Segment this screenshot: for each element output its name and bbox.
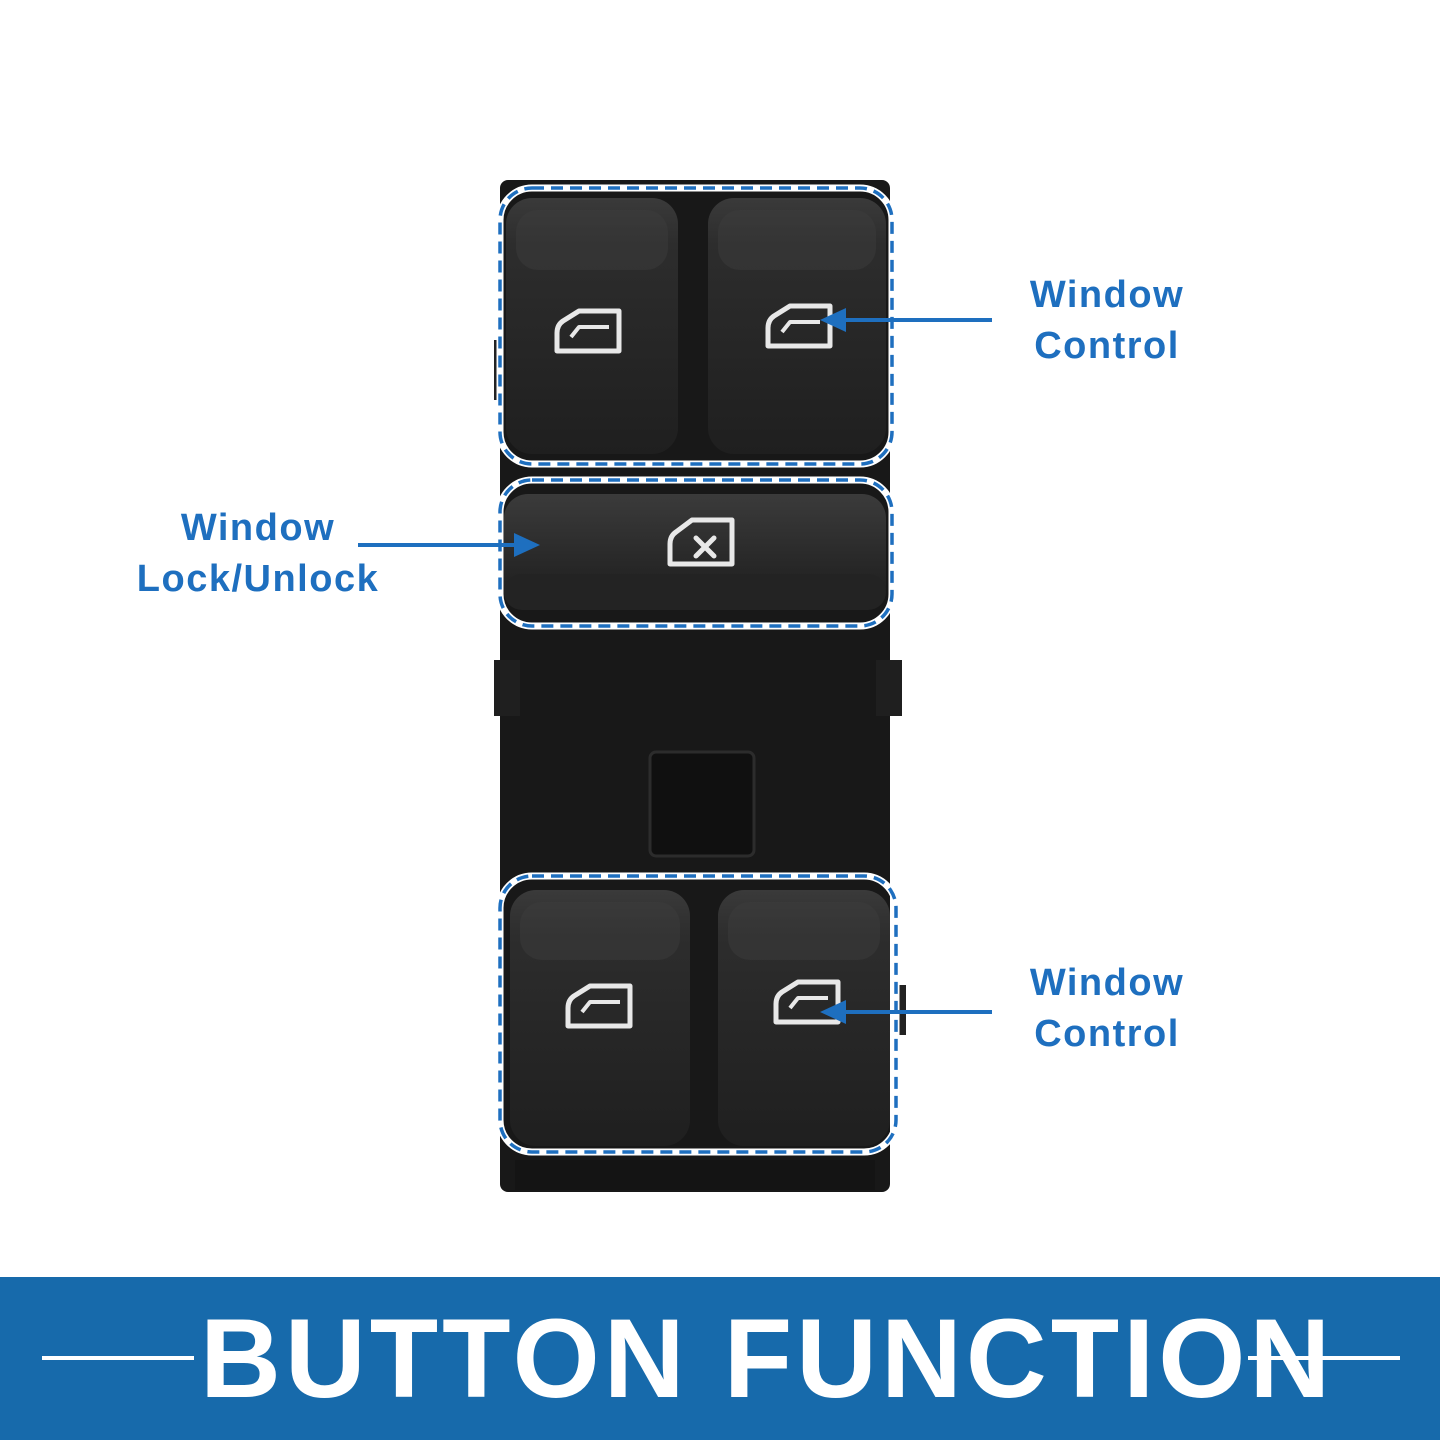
callout-line-2: Control xyxy=(1034,325,1180,367)
banner-title: BUTTON FUNCTION xyxy=(200,1296,1335,1421)
window-lock-outline xyxy=(498,478,894,628)
callout-line-1: Window xyxy=(1029,274,1185,316)
callout-window-control-top: Window Control xyxy=(1000,270,1214,372)
window-control-bottom-outline xyxy=(498,874,898,1154)
callout-line-2: Lock/Unlock xyxy=(136,558,380,600)
callout-line-1: Window xyxy=(180,507,336,549)
callout-arrows xyxy=(358,308,992,1024)
callout-window-control-bottom: Window Control xyxy=(1000,958,1214,1060)
window-lock-button[interactable] xyxy=(504,494,886,610)
center-socket xyxy=(648,750,756,858)
title-banner: BUTTON FUNCTION xyxy=(0,1277,1440,1440)
window-control-button-front-left[interactable] xyxy=(506,198,678,454)
window-lock-icon xyxy=(667,517,735,567)
callout-line-1: Window xyxy=(1029,962,1185,1004)
highlight-outlines xyxy=(498,186,898,1154)
callout-window-lock: Window Lock/Unlock xyxy=(118,503,398,605)
banner-rule-right xyxy=(1248,1356,1400,1360)
window-control-button-rear-right[interactable] xyxy=(718,890,890,1146)
window-control-top-outline xyxy=(498,186,894,466)
callout-line-2: Control xyxy=(1034,1013,1180,1055)
window-control-button-front-right[interactable] xyxy=(708,198,886,454)
banner-rule-left xyxy=(42,1356,194,1360)
window-control-button-rear-left[interactable] xyxy=(510,890,690,1146)
